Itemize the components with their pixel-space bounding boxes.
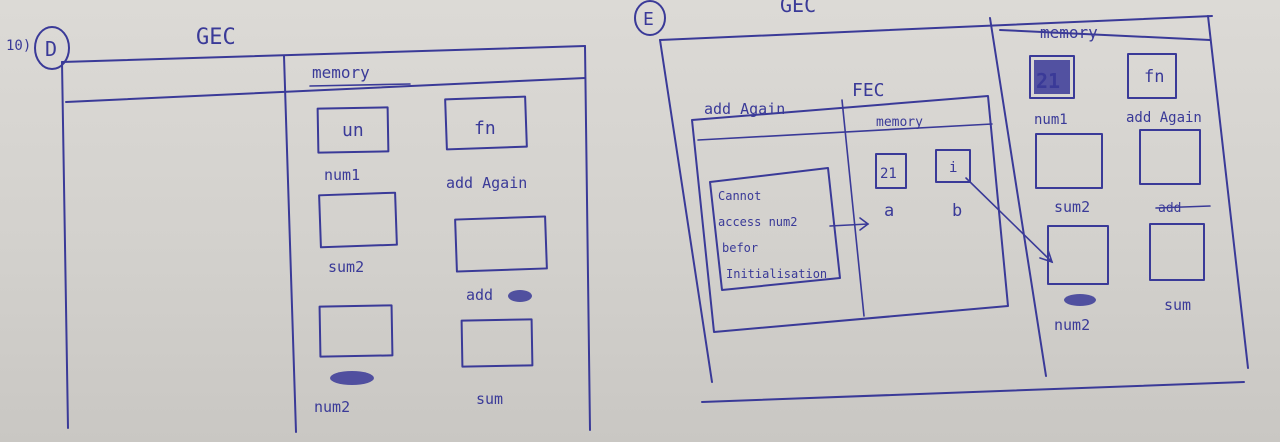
cell-name: add Again bbox=[1126, 110, 1202, 126]
memory-cell-num2 bbox=[318, 304, 394, 358]
memory-cell-addagain bbox=[444, 95, 528, 151]
memory-cell-num1 bbox=[1029, 55, 1075, 99]
memory-cell-sum bbox=[460, 318, 534, 368]
cell-name: sum2 bbox=[328, 258, 364, 276]
cell-name: add Again bbox=[446, 174, 527, 192]
cell-name: sum bbox=[1164, 296, 1191, 314]
gec-header-line bbox=[65, 77, 586, 103]
gec-top-line bbox=[61, 45, 586, 63]
gec-right-line bbox=[584, 45, 591, 431]
memory-cell-add bbox=[1139, 129, 1201, 185]
fec-divider bbox=[841, 99, 865, 317]
error-line: befor bbox=[722, 241, 758, 255]
memory-cell-addagain bbox=[1127, 53, 1177, 99]
cell-name: add bbox=[1158, 201, 1181, 216]
fec-box bbox=[691, 95, 1009, 333]
memory-cell-sum2 bbox=[318, 191, 398, 249]
memory-label: memory bbox=[1040, 23, 1098, 42]
step-number: 10) bbox=[6, 38, 31, 54]
cell-value: un bbox=[342, 120, 364, 141]
fec-title: add Again bbox=[704, 100, 785, 118]
error-line: access num2 bbox=[718, 215, 797, 229]
scribble-mark bbox=[330, 371, 374, 385]
scribble-mark bbox=[508, 290, 532, 302]
memory-cell-num1 bbox=[316, 106, 390, 154]
diagram-d: 10) D GEC memory un num1 fn add Again su… bbox=[6, 25, 591, 433]
memory-cell-sum2 bbox=[1035, 133, 1103, 189]
cell-name: num2 bbox=[1054, 316, 1090, 334]
gec-header-line bbox=[999, 29, 1211, 41]
memory-cell-num2 bbox=[1047, 225, 1109, 285]
memory-underline bbox=[309, 83, 411, 87]
error-arrow bbox=[829, 223, 869, 227]
param-cell-b bbox=[935, 149, 971, 183]
diagram-e: E GEC memory add Again FEC memory Cannot… bbox=[634, 0, 1249, 403]
arrow-head bbox=[1039, 249, 1054, 264]
param-name: b bbox=[952, 201, 962, 221]
gec-label: GEC bbox=[780, 0, 816, 17]
cell-value: fn bbox=[474, 118, 496, 139]
step-label: E bbox=[643, 9, 654, 30]
gec-divider bbox=[283, 55, 297, 433]
reference-arrow bbox=[965, 177, 1053, 263]
gec-top-line bbox=[659, 15, 1213, 41]
cell-name: sum2 bbox=[1054, 198, 1090, 216]
error-box bbox=[709, 167, 841, 291]
step-circle bbox=[34, 26, 70, 70]
memory-label: memory bbox=[312, 63, 370, 82]
gec-label: GEC bbox=[196, 25, 236, 50]
param-cell-a bbox=[875, 153, 907, 189]
param-name: a bbox=[884, 201, 894, 221]
param-value: 21 bbox=[880, 166, 897, 182]
step-label: D bbox=[45, 37, 57, 61]
arrow-head bbox=[859, 217, 870, 231]
error-line: Initialisation bbox=[726, 267, 827, 281]
gec-divider bbox=[989, 17, 1047, 377]
scribble-mark bbox=[1064, 294, 1096, 306]
gec-bottom-line bbox=[701, 381, 1245, 403]
cell-overwrite-mark bbox=[1034, 60, 1070, 94]
memory-cell-sum bbox=[1149, 223, 1205, 281]
gec-right-line bbox=[1207, 15, 1249, 369]
cell-value: fn bbox=[1144, 67, 1164, 87]
step-circle bbox=[634, 0, 666, 36]
cell-value: 21 bbox=[1036, 69, 1060, 93]
cell-name: num2 bbox=[314, 398, 350, 416]
cell-name: sum bbox=[476, 390, 503, 408]
fec-memory-label: memory bbox=[876, 115, 923, 130]
strike-mark bbox=[1155, 205, 1211, 209]
cell-name: add bbox=[466, 286, 493, 304]
fec-label: FEC bbox=[852, 80, 885, 101]
param-value: i bbox=[949, 160, 957, 176]
cell-name: num1 bbox=[324, 166, 360, 184]
memory-cell-add bbox=[454, 215, 548, 273]
cell-name: num1 bbox=[1034, 112, 1068, 128]
error-line: Cannot bbox=[718, 189, 761, 203]
gec-left-line bbox=[659, 39, 713, 383]
gec-left-line bbox=[61, 61, 69, 429]
